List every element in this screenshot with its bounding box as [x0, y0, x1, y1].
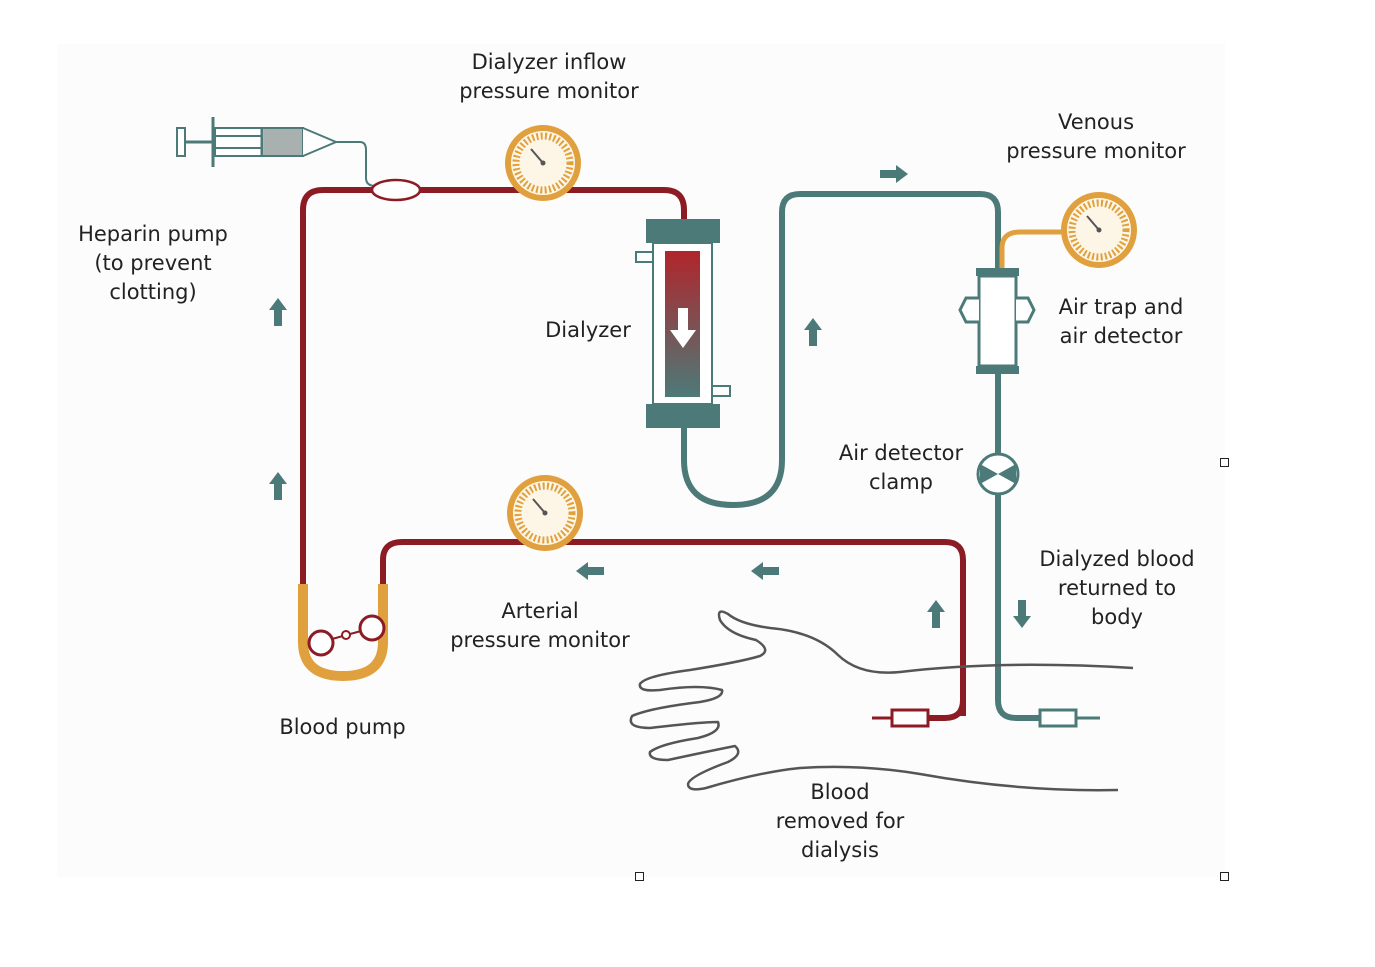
resize-handle[interactable]: [635, 872, 644, 881]
arrow-icon: [1013, 600, 1031, 628]
arrow-icon: [751, 562, 779, 580]
resize-handle[interactable]: [1220, 458, 1229, 467]
dialyzer-label: Dialyzer: [545, 318, 631, 342]
air-trap-icon: [958, 268, 1036, 374]
arterial-line: [380, 539, 966, 716]
blood-pump-icon: [298, 584, 388, 682]
blood-pump-label: Blood pump: [279, 715, 406, 739]
arrow-icon: [880, 165, 908, 183]
pump-to-dialyzer-line: [300, 187, 687, 584]
hand-icon: [629, 610, 1134, 792]
arrow-icon: [269, 472, 287, 500]
gauge-icon: [1061, 192, 1137, 268]
arrow-icon: [804, 318, 822, 346]
connector-icon: [1038, 708, 1078, 728]
clamp-icon: [976, 452, 1020, 496]
gauge-icon: [505, 125, 581, 201]
diagram-panel: [57, 44, 1225, 877]
heparin-port: [370, 178, 422, 202]
connector-icon: [872, 699, 966, 728]
gauge-icon: [507, 475, 583, 551]
arrow-icon: [269, 298, 287, 326]
dialyzer-icon: [635, 219, 731, 428]
resize-handle[interactable]: [1220, 872, 1229, 881]
syringe-icon: [176, 117, 377, 187]
return-line: [995, 370, 1040, 721]
venous-line: [681, 191, 1001, 509]
arrow-icon: [927, 600, 945, 628]
arrow-icon: [576, 562, 604, 580]
